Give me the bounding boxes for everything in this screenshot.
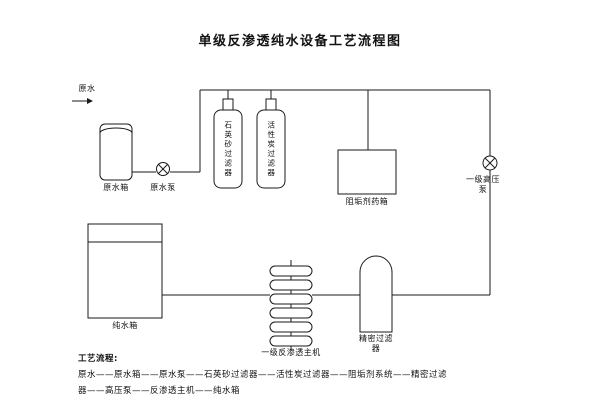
- sand-filter-shape: [213, 98, 243, 189]
- pipes: [72, 89, 491, 296]
- page-title: 单级反渗透纯水设备工艺流程图: [198, 34, 402, 49]
- sand-filter-label: 石英砂过滤器: [223, 120, 233, 178]
- raw-tank-label: 原水箱: [103, 183, 129, 192]
- process-flow-heading: 工艺流程:: [78, 354, 118, 364]
- raw-pump-label: 原水泵: [150, 183, 176, 192]
- raw-water-pump-symbol: [156, 162, 170, 176]
- dosing-tank-label: 阻垢剂药箱: [345, 197, 389, 206]
- process-flow-text: 工艺流程: 原水——原水箱——原水泵——石英砂过滤器——活性炭过滤器——阻垢剂系…: [78, 352, 548, 399]
- precision-filter-shape: [359, 255, 393, 333]
- raw-water-tank-shape: [99, 123, 133, 181]
- pure-water-tank-shape: [87, 223, 163, 319]
- ro-membrane-stack: [269, 260, 313, 350]
- process-flow-line-2: 器——高压泵——反渗透主机——纯水箱: [78, 385, 241, 396]
- carbon-filter-label: 活性炭过滤器: [266, 120, 276, 178]
- dosing-tank-shape: [337, 149, 397, 195]
- hp-pump-symbol: [482, 155, 498, 171]
- precision-filter-label: 精密过滤器: [359, 334, 393, 353]
- inlet-label: 原水: [78, 84, 96, 93]
- ro-host-label: 一级反渗透主机: [261, 348, 321, 357]
- carbon-filter-shape: [256, 98, 286, 189]
- hp-pump-label: 一级高压泵: [466, 175, 500, 194]
- pure-tank-label: 纯水箱: [112, 321, 138, 330]
- process-flow-line-1: 原水——原水箱——原水泵——石英砂过滤器——活性炭过滤器——阻垢剂系统——精密过…: [78, 370, 448, 381]
